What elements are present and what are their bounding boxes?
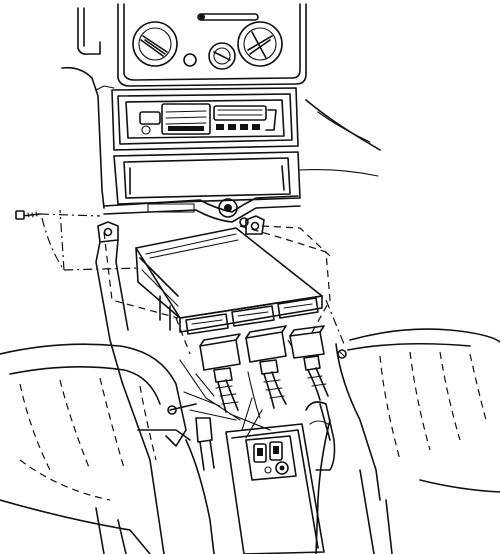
mounting-bracket-left (95, 221, 129, 383)
right-seat (335, 328, 500, 554)
storage-pocket-icon (113, 151, 379, 205)
mounting-bracket-right (245, 215, 265, 235)
gear-selector-icon (305, 401, 336, 471)
console-tunnel (121, 381, 331, 554)
left-seat (0, 343, 187, 554)
radio-cassette-icon (111, 87, 299, 151)
bolt-icon (337, 349, 347, 359)
control-module-icon (135, 227, 323, 335)
connector-icon (245, 325, 287, 409)
center-console-cover (225, 423, 325, 554)
slider-lever-icon (197, 13, 259, 21)
fan-knob-icon (132, 21, 178, 67)
brake-lever-icon (167, 403, 215, 471)
bolt-icon (15, 210, 41, 220)
bolt-icon (239, 217, 249, 227)
ecu-connector-ports (185, 297, 319, 335)
connector-icon (199, 333, 241, 413)
temp-knob-icon (208, 42, 236, 70)
switch-panel-icon (245, 435, 297, 481)
wire-harness (179, 359, 271, 439)
heater-control-panel (77, 3, 307, 87)
console-bezel (103, 195, 301, 227)
connector-icon (289, 325, 329, 401)
recirc-button-icon (183, 53, 197, 67)
mode-knob-icon (237, 21, 283, 67)
